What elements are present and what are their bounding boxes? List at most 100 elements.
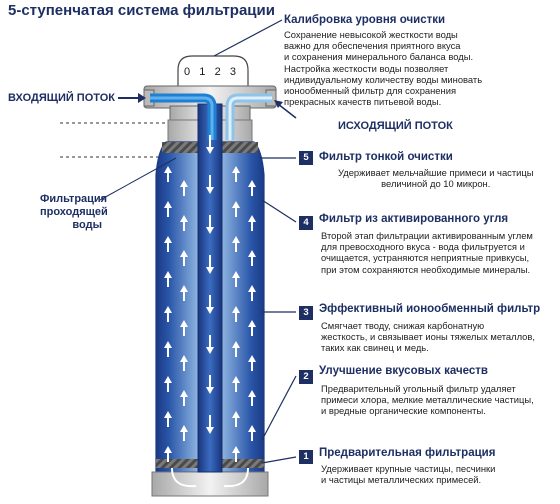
dial-scale: 0 1 2 3 xyxy=(184,66,236,78)
page-title: 5-ступенчатая система фильтрации xyxy=(8,2,275,19)
leader-stage-4 xyxy=(261,199,297,223)
upflow-arrow xyxy=(232,166,240,182)
leader-calibration xyxy=(213,19,283,57)
side-label-line: проходящей xyxy=(40,206,108,218)
upflow-arrow xyxy=(164,446,172,462)
stage-2-line: и вредные органические компоненты. xyxy=(321,405,486,417)
side-label-line: Фильтрация xyxy=(40,193,108,205)
stage-5-heading: Фильтр тонкой очистки xyxy=(319,151,453,163)
stage-3-line: жесткость, и связывает ионы тяжелых мета… xyxy=(321,331,535,343)
calibration-line: ионообменный фильтр для сохранения xyxy=(284,85,457,97)
inflow-arrow xyxy=(118,93,146,103)
upflow-arrow xyxy=(180,250,188,266)
stage-2-line: примеси хлора, мелкие металлические част… xyxy=(321,394,534,406)
stage-4-description: Второй этап фильтрации активированным уг… xyxy=(321,230,533,275)
stage-3-badge: 3 xyxy=(299,306,313,320)
stage-5-badge: 5 xyxy=(299,151,313,165)
stage-3-line: Смягчает тводу, снижая карбонатную xyxy=(321,320,485,331)
upflow-arrow xyxy=(164,201,172,217)
upflow-arrow xyxy=(180,320,188,336)
stage-4-badge: 4 xyxy=(299,216,313,230)
upflow-arrow xyxy=(180,180,188,196)
upflow-arrows xyxy=(164,166,256,462)
downflow-arrow xyxy=(206,295,214,314)
stage-1-line: и частицы металлических примесей. xyxy=(321,474,482,486)
upflow-arrow xyxy=(232,411,240,427)
stage-4-line: при этом сохраняются необходимые минерал… xyxy=(321,263,531,275)
upflow-arrow xyxy=(180,425,188,441)
upflow-arrow xyxy=(248,180,256,196)
upflow-arrow xyxy=(232,306,240,322)
downflow-arrow xyxy=(206,215,214,234)
dial-mark-0: 0 xyxy=(184,66,191,78)
upflow-arrow xyxy=(180,215,188,231)
leader-side-label xyxy=(99,157,177,201)
upflow-arrow xyxy=(180,285,188,301)
stage-2-description: Предварительный угольный фильтр удаляет … xyxy=(321,383,534,417)
inflow-label: ВХОДЯЩИЙ ПОТОК xyxy=(8,92,115,104)
downflow-arrow xyxy=(206,135,214,154)
upflow-arrow xyxy=(164,166,172,182)
upflow-arrow xyxy=(232,201,240,217)
stage-1-heading: Предварительная фильтрация xyxy=(319,447,496,459)
calibration-line: важно для обеспечения приятного вкуса xyxy=(284,40,461,52)
upflow-arrow xyxy=(180,390,188,406)
dial-mark-1: 1 xyxy=(199,66,206,78)
stage-5-line: величиной до 10 микрон. xyxy=(381,178,491,190)
calibration-dial xyxy=(177,55,249,89)
downflow-arrow xyxy=(206,255,214,274)
upflow-arrow xyxy=(164,306,172,322)
downflow-arrow xyxy=(206,375,214,394)
upflow-arrow xyxy=(248,390,256,406)
dial-mark-3: 3 xyxy=(229,66,237,78)
calibration-line: и сохранения минерального баланса воды. xyxy=(284,51,474,63)
dial-mark-2: 2 xyxy=(214,66,221,78)
leader-stage-1 xyxy=(261,456,297,464)
calibration-heading: Калибровка уровня очистки xyxy=(284,14,446,26)
downflow-arrows xyxy=(171,135,249,488)
stage-1-badge: 1 xyxy=(299,450,313,464)
upflow-arrow xyxy=(232,341,240,357)
stage-1-description: Удерживает крупные частицы, песчинки и ч… xyxy=(321,463,495,485)
outflow-label: ИСХОДЯЩИЙ ПОТОК xyxy=(338,120,453,132)
stage-2-badge: 2 xyxy=(299,370,313,384)
return-flow-arrow xyxy=(171,467,197,488)
downflow-arrow xyxy=(206,175,214,194)
stage-2-heading: Улучшение вкусовых качеств xyxy=(319,365,488,377)
side-label: Фильтрация проходящей воды xyxy=(40,193,108,232)
leader-stage-2 xyxy=(261,375,297,441)
upflow-arrow xyxy=(248,250,256,266)
stage-4-line: для превосходного вкуса - вода фильтрует… xyxy=(321,241,525,253)
upflow-arrow xyxy=(248,285,256,301)
upflow-arrow xyxy=(232,376,240,392)
upflow-arrow xyxy=(164,236,172,252)
inflow-pipe xyxy=(150,93,217,140)
stage-4-line: Второй этап фильтрации активированным уг… xyxy=(321,230,533,241)
upflow-arrow xyxy=(180,355,188,371)
upflow-arrow xyxy=(232,236,240,252)
stage-4-line: очищается, устраняются неприятные привку… xyxy=(321,252,530,264)
upflow-arrow xyxy=(164,341,172,357)
upflow-arrow xyxy=(232,271,240,287)
stage-3-description: Смягчает тводу, снижая карбонатную жестк… xyxy=(321,320,535,354)
calibration-line: Сохранение невысокой жесткости воды xyxy=(284,29,458,40)
upflow-arrow xyxy=(248,320,256,336)
calibration-description: Сохранение невысокой жесткости воды важн… xyxy=(284,29,482,107)
upflow-arrow xyxy=(164,271,172,287)
stage-4-heading: Фильтр из активированного угля xyxy=(319,213,509,225)
downflow-arrow xyxy=(206,335,214,354)
calibration-line: индивидуальному количеству воды миновать xyxy=(284,73,483,85)
upflow-arrow xyxy=(248,425,256,441)
stage-1-line: Удерживает крупные частицы, песчинки xyxy=(321,463,496,474)
upflow-arrow xyxy=(232,446,240,462)
outflow-arrow xyxy=(274,100,297,119)
upflow-arrow xyxy=(248,215,256,231)
upflow-arrow xyxy=(164,376,172,392)
upflow-arrow xyxy=(164,411,172,427)
stage-5-line: Удерживает мельчайшие примеси и частицы xyxy=(338,167,534,178)
outflow-pipe xyxy=(225,93,272,140)
downflow-arrow xyxy=(206,415,214,434)
side-label-line: воды xyxy=(72,219,102,231)
calibration-line: прекрасных качеств питьевой воды. xyxy=(284,96,442,108)
